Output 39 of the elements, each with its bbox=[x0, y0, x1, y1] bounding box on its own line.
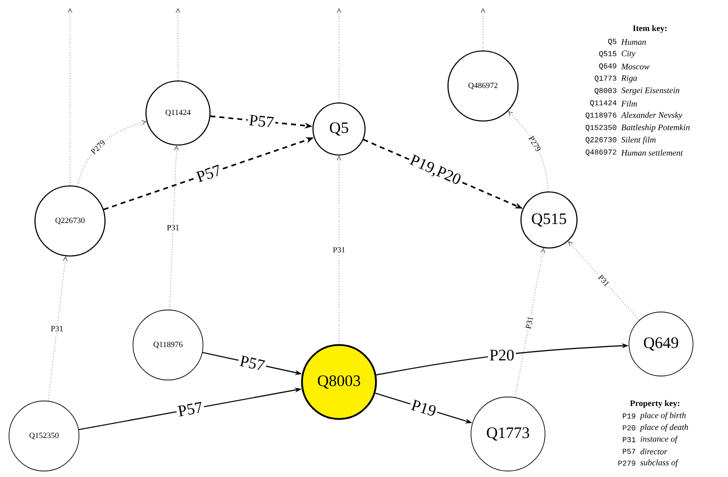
key-name: Sergei Eisenstein bbox=[621, 87, 680, 95]
edge-label: P31 bbox=[49, 324, 65, 333]
arrow bbox=[480, 8, 486, 51]
edge-label: P57 bbox=[193, 162, 224, 184]
edge-label: P31 bbox=[331, 246, 347, 254]
key-name: City bbox=[622, 50, 636, 58]
key-name: Human bbox=[621, 39, 646, 45]
edge-label: P31 bbox=[595, 272, 612, 290]
edge-label: P57 bbox=[246, 113, 276, 130]
key-name: Moscow bbox=[621, 64, 650, 70]
edge-label: P31 bbox=[165, 223, 181, 232]
arrow bbox=[336, 156, 342, 344]
arrow bbox=[508, 111, 548, 192]
key-name: place of death bbox=[640, 424, 688, 432]
key-name: Film bbox=[621, 100, 637, 106]
edge-label: P20 bbox=[488, 348, 516, 362]
edge-label: P31 bbox=[524, 314, 535, 332]
key-name: subclass of bbox=[640, 459, 679, 468]
key-name: instance of bbox=[640, 436, 678, 444]
key-title: Item key: bbox=[632, 25, 667, 33]
edge-label: P57 bbox=[175, 400, 206, 418]
key-name: Battleship Potemkin bbox=[621, 124, 690, 132]
edge-label: P57 bbox=[237, 354, 268, 373]
edge-label: P19 bbox=[408, 397, 440, 419]
arrow bbox=[514, 248, 546, 398]
key-name: Riga bbox=[621, 75, 637, 83]
arrow bbox=[336, 8, 342, 103]
arrow bbox=[568, 241, 640, 320]
key-name: Silent film bbox=[621, 136, 656, 144]
key-name: Human settlement bbox=[621, 150, 683, 156]
arrow bbox=[48, 256, 68, 402]
key-name: place of birth bbox=[640, 412, 686, 420]
arrow bbox=[169, 146, 179, 310]
key-name: Alexander Nevsky bbox=[620, 112, 682, 120]
arrow bbox=[77, 120, 147, 187]
key-title: Property key: bbox=[630, 400, 680, 408]
arrow bbox=[68, 8, 72, 186]
arrow bbox=[176, 8, 180, 81]
key-name: director bbox=[640, 448, 668, 454]
